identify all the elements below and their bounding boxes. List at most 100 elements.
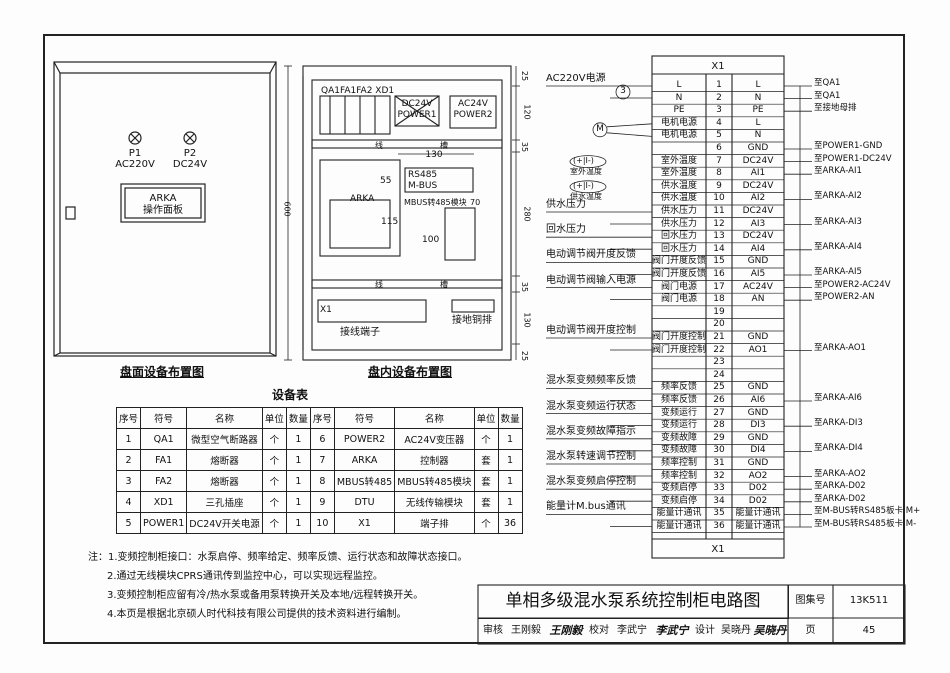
device-table-cell: 3	[115, 470, 142, 492]
terminal-right-label: AO1	[748, 344, 768, 355]
terminal-right-label: GND	[747, 407, 769, 418]
device-table-cell: 1	[497, 491, 523, 513]
motor-wire	[606, 132, 653, 137]
terminal-right-label: DI4	[750, 445, 766, 456]
design-label: 设计	[695, 625, 715, 636]
signal-label: 能量计M.bus通讯	[546, 501, 626, 513]
terminal-right-label: L	[755, 80, 761, 90]
device-table-cell: 个	[261, 491, 287, 513]
terminal-number: 13	[713, 231, 725, 242]
signal-label: 电动调节阀开度反馈	[546, 249, 636, 261]
psu-dc-label: DC24V	[401, 99, 433, 109]
panel-desc: 操作面板	[143, 205, 183, 216]
terminal-number: 1	[716, 80, 722, 90]
device-table-cell: 端子排	[394, 512, 475, 534]
dim-130: 130	[425, 150, 443, 160]
device-table-header: 序号符号名称单位数量序号符号名称单位数量	[115, 407, 523, 429]
terminal-right-label: AI1	[750, 168, 766, 179]
terminal-number: 14	[713, 243, 725, 254]
signal-label: AC220V电源	[546, 73, 606, 84]
device-table-cell: 个	[473, 428, 499, 450]
terminal-number: 19	[713, 306, 725, 317]
terminal-left-label: 阀门开度控制	[651, 344, 707, 355]
atlas-number: 13K511	[849, 595, 889, 606]
terminal-x1-label: X1	[320, 305, 332, 315]
terminal-number: 28	[713, 420, 725, 431]
device-table-cell: 1	[115, 428, 142, 450]
device-table-cell: 7	[309, 449, 335, 471]
terminal-strip-title: X1	[711, 61, 725, 72]
terminal-left-label: 变频故障	[660, 445, 698, 456]
front-panel-cabinet	[53, 61, 277, 357]
height-dim: 600	[282, 201, 292, 217]
device-table-cell: 个	[261, 470, 287, 492]
terminal-target-label: 至ARKA-AI1	[814, 166, 862, 177]
p1-label: P1	[128, 148, 142, 159]
trunking-label-bottom-1: 线	[375, 280, 383, 289]
terminal-left-label: 室外温度	[660, 168, 698, 179]
terminal-number: 24	[713, 369, 725, 380]
wiring-lines	[546, 84, 812, 528]
terminal-number: 31	[713, 458, 725, 468]
atlas-label: 图集号	[795, 595, 826, 606]
device-table-cell: 1	[497, 449, 523, 471]
terminal-target-label: 至POWER1-GND	[814, 141, 883, 151]
device-table-cell: QA1	[140, 428, 188, 450]
terminal-right-label: 能量计通讯	[735, 508, 781, 519]
terminal-right-label: DC24V	[742, 180, 774, 191]
device-table-header-cell: 单位	[261, 407, 287, 429]
checker-signature: 李武宁	[655, 624, 689, 637]
terminal-number: 34	[713, 495, 725, 506]
terminal-right-label: GND	[747, 458, 769, 468]
signal-label: 混水泵变频启停控制	[546, 476, 636, 488]
terminal-right-label: GND	[747, 256, 769, 267]
terminal-number: 29	[713, 432, 725, 443]
terminal-number: 36	[713, 521, 725, 531]
signal-label: 电动调节阀开度控制	[546, 325, 636, 336]
inner-panel-cabinet	[284, 65, 520, 361]
side-dimension-label: 130	[522, 312, 532, 328]
terminal-right-label: GND	[747, 143, 769, 153]
terminal-number: 22	[713, 344, 725, 355]
terminal-target-label: 至ARKA-AI2	[814, 191, 862, 202]
device-table-cell: 套	[473, 449, 499, 471]
note-4: 4.本页是根据北京硕人时代科技有限公司提供的技术资料进行编制。	[107, 609, 407, 620]
terminal-row-lines	[652, 91, 784, 533]
terminal-left-label: 电机电源	[660, 117, 698, 128]
terminal-right-label: DI3	[750, 420, 766, 431]
trunking-label-top-2: 槽	[440, 141, 448, 150]
front-panel-caption: 盘面设备布置图	[119, 365, 205, 379]
title-block: 单相多级混水泵系统控制柜电路图	[478, 585, 905, 644]
terminal-target-label: 至ARKA-DI4	[814, 443, 863, 454]
device-table-header-cell: 名称	[186, 407, 263, 429]
terminal-number: 25	[713, 382, 725, 393]
terminal-left-label: 能量计通讯	[656, 508, 702, 519]
side-dimension-label: 280	[522, 206, 532, 222]
terminal-left-label: 电机电源	[660, 130, 698, 141]
signal-label: 回水压力	[546, 224, 586, 236]
terminal-left-label: 阀门开度反馈	[651, 256, 707, 267]
note-3: 3.变频控制柜应留有冷/热水泵或备用泵转换开关及本地/远程转换开关。	[107, 590, 424, 601]
sensor-sign: (+|I-)	[573, 180, 594, 190]
terminal-right-label: DC24V	[742, 231, 774, 242]
device-table-cell: POWER1	[140, 512, 188, 534]
device-table-cell: 微型空气断路器	[186, 428, 263, 450]
trunking-label-top-1: 线	[375, 141, 383, 150]
terminal-target-label: 至M-BUS转RS485板卡 M+	[814, 506, 921, 517]
device-table-cell: ARKA	[333, 449, 396, 471]
terminal-right-label: AC24V	[743, 281, 773, 292]
side-dimension-label: 25	[520, 350, 530, 362]
checker-name: 李武宁	[617, 625, 647, 636]
signal-label: 供水压力	[546, 199, 586, 210]
terminal-number: 33	[713, 483, 725, 494]
terminal-left-label: PE	[673, 105, 685, 116]
device-table-cell: 个	[261, 449, 287, 471]
device-table-cell: 1	[285, 449, 311, 471]
panel-name: ARKA	[149, 193, 177, 204]
p1-voltage: AC220V	[115, 159, 155, 170]
reviewer-name: 王刚毅	[511, 625, 541, 636]
terminal-left-label: L	[676, 80, 682, 90]
